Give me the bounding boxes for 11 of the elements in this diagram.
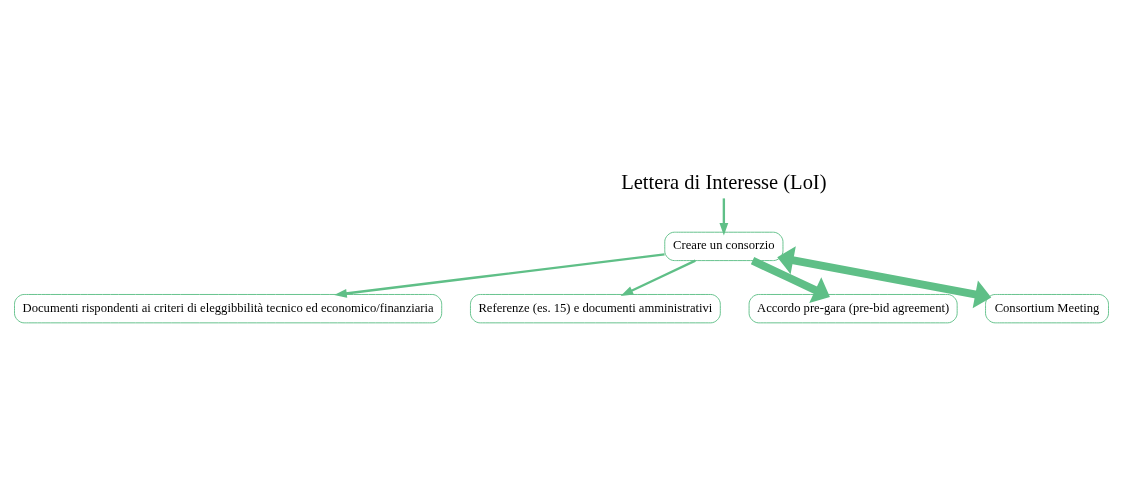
node-box: Accordo pre-gara (pre-bid agreement) bbox=[748, 294, 958, 324]
arrow bbox=[719, 198, 729, 236]
node-box: Consortium Meeting bbox=[985, 294, 1109, 324]
node-text: Lettera di Interesse (LoI) bbox=[621, 170, 827, 193]
arrow bbox=[620, 259, 696, 296]
arrow bbox=[777, 246, 992, 309]
node-box: Documenti rispondenti ai criteri di eleggibbilità tecnico ed economico/finanziaria bbox=[14, 294, 443, 324]
arrow bbox=[750, 257, 830, 303]
node-box: Creare un consorzio bbox=[664, 231, 784, 262]
node-box: Referenze (es. 15) e documenti amministrativi bbox=[470, 294, 721, 324]
arrow bbox=[334, 253, 665, 298]
